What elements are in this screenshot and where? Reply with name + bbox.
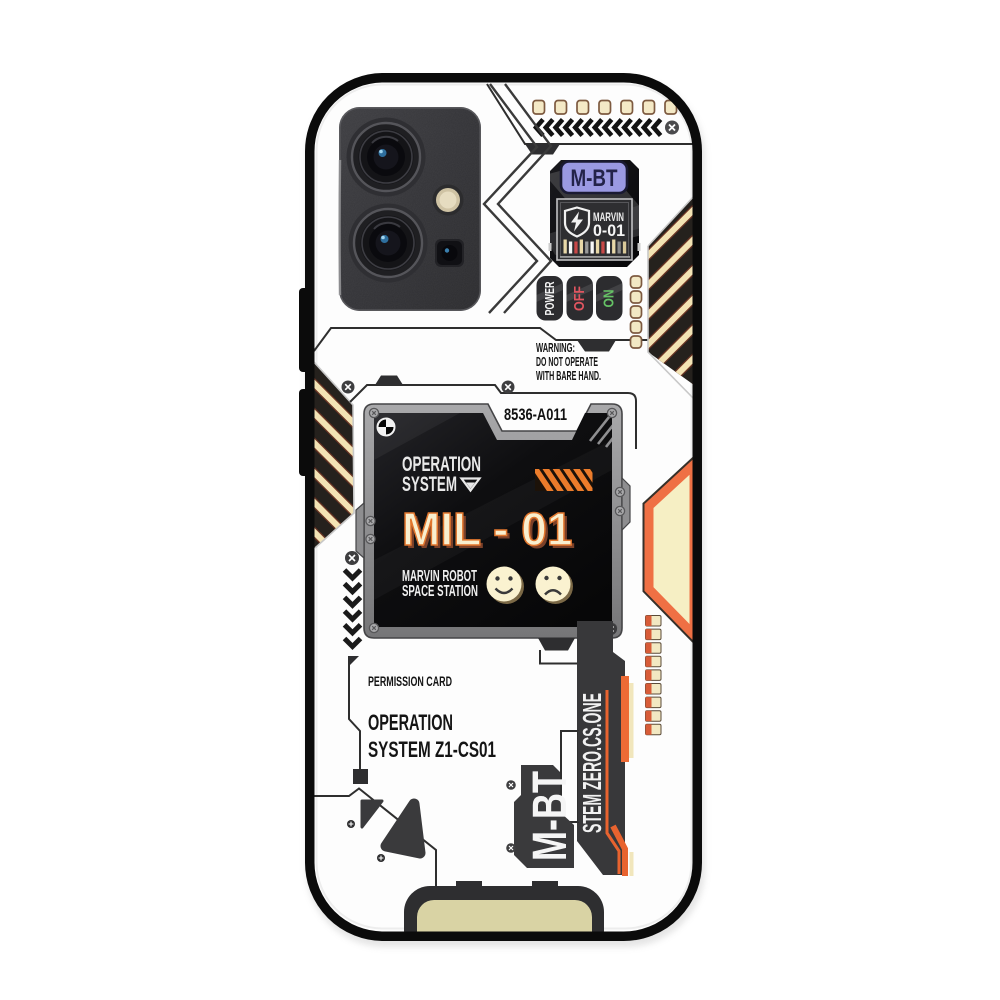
svg-text:SYSTEM: SYSTEM <box>402 473 457 496</box>
svg-text:OFF: OFF <box>571 286 588 311</box>
svg-text:MIL - 01: MIL - 01 <box>405 506 575 558</box>
svg-text:MARVIN ROBOT: MARVIN ROBOT <box>402 568 477 585</box>
svg-text:WARNING:: WARNING: <box>536 341 575 355</box>
svg-text:POWER: POWER <box>543 282 557 316</box>
svg-text:ON: ON <box>600 290 617 308</box>
svg-text:PERMISSION CARD: PERMISSION CARD <box>368 674 452 689</box>
svg-text:M-BT: M-BT <box>524 771 577 861</box>
svg-text:SPACE STATION: SPACE STATION <box>402 583 478 600</box>
svg-text:WITH BARE HAND.: WITH BARE HAND. <box>536 369 601 383</box>
svg-text:DO NOT OPERATE: DO NOT OPERATE <box>536 355 598 369</box>
svg-text:8536-A011: 8536-A011 <box>504 405 567 424</box>
svg-text:OPERATION: OPERATION <box>368 710 453 735</box>
svg-text:MIL - 01: MIL - 01 <box>402 503 572 555</box>
svg-text:OPERATION: OPERATION <box>402 453 481 476</box>
svg-text:STEM ZERO.CS.ONE: STEM ZERO.CS.ONE <box>577 693 607 833</box>
svg-text:MARVIN: MARVIN <box>593 212 624 224</box>
svg-text:0-01: 0-01 <box>593 222 625 240</box>
svg-text:SYSTEM Z1-CS01: SYSTEM Z1-CS01 <box>368 737 496 762</box>
svg-text:M-BT: M-BT <box>571 165 618 192</box>
